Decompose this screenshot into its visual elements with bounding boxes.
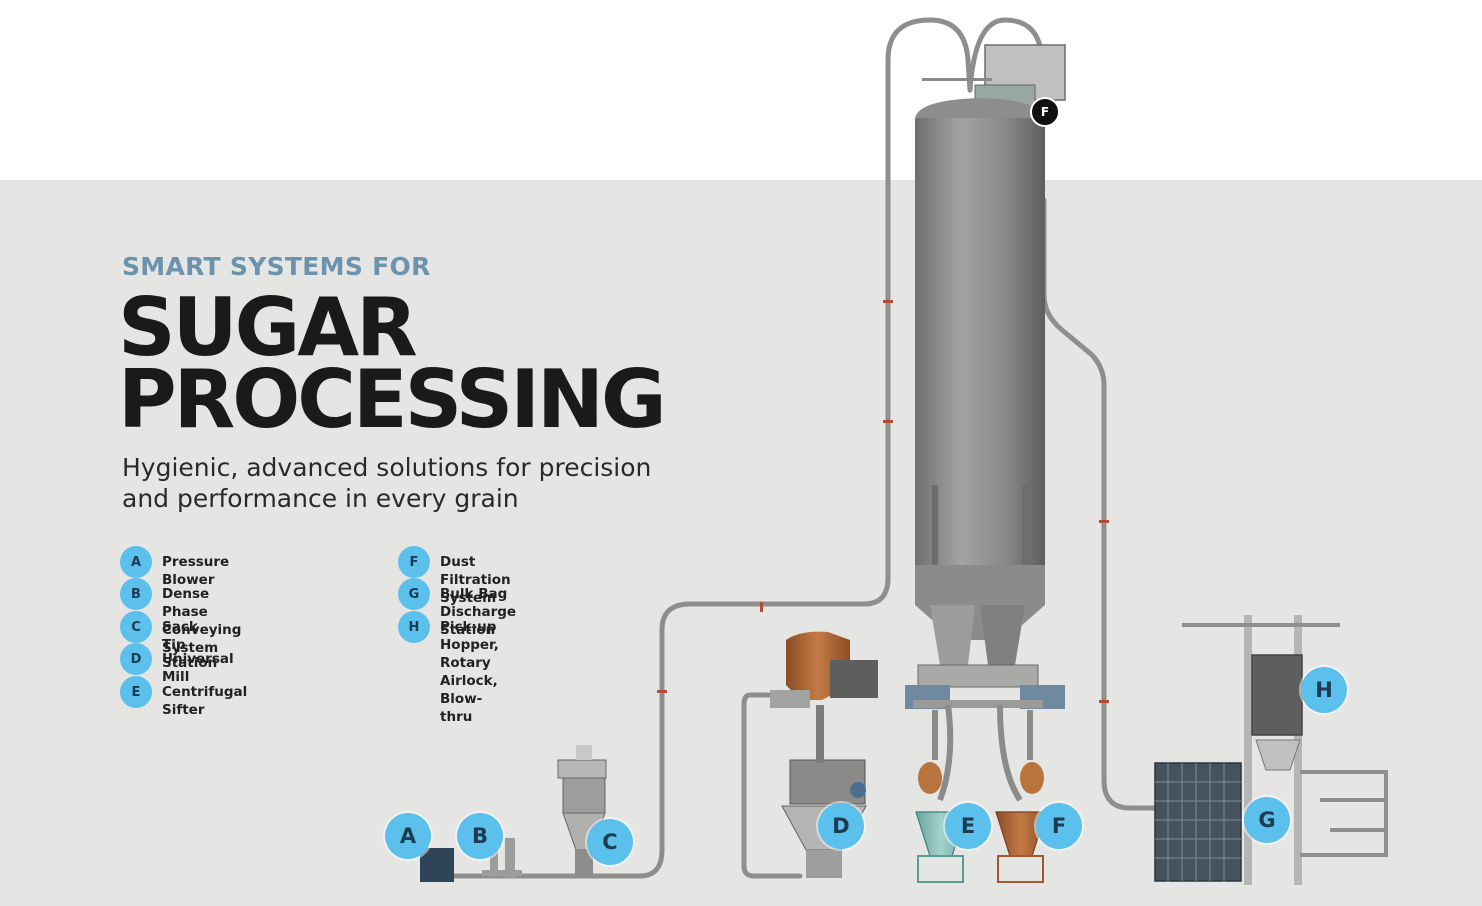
- legend-label: Dust Filtration System: [440, 554, 511, 606]
- legend-label-line: Pick-up Hopper,: [440, 619, 499, 653]
- page-title-line-2: PROCESSING: [118, 353, 667, 446]
- legend-label: Bulk Bag Discharge Station: [440, 586, 517, 638]
- legend-label-line: Blow-thru: [440, 691, 483, 725]
- legend-item-c: C Sack Tip Station: [120, 611, 217, 672]
- legend-label: Pressure Blower: [162, 554, 230, 588]
- page-title-line-1: SUGAR: [118, 281, 418, 374]
- marker-f: F: [1036, 803, 1082, 849]
- legend-item-b: B Dense Phase Conveying System: [120, 578, 241, 657]
- marker-d: D: [818, 803, 864, 849]
- subtitle-line-2: and performance in every grain: [122, 484, 519, 513]
- legend-badge: E: [120, 676, 152, 708]
- legend-item-e: E Centrifugal Sifter: [120, 676, 247, 719]
- pressure-blower: [420, 848, 454, 882]
- guard-cage: [1154, 762, 1242, 882]
- legend-item-d: D Universal Mill: [120, 643, 234, 686]
- subtitle-line-1: Hygienic, advanced solutions for precisi…: [122, 453, 652, 482]
- legend-label: Sack Tip Station: [162, 619, 218, 671]
- kicker-text: SMART SYSTEMS FOR: [122, 252, 431, 281]
- marker-f-top: F: [1030, 97, 1060, 127]
- legend-label: Universal Mill: [162, 651, 234, 685]
- marker-c: C: [587, 819, 633, 865]
- dense-phase-unit: [482, 838, 522, 878]
- marker-e: E: [945, 803, 991, 849]
- legend-badge: C: [120, 611, 152, 643]
- silo: [905, 44, 1066, 709]
- legend-item-h: H Pick-up Hopper, Rotary Airlock, Blow-t…: [398, 611, 499, 726]
- legend-badge: H: [398, 611, 430, 643]
- marker-h: H: [1301, 667, 1347, 713]
- legend-item-a: A Pressure Blower: [120, 546, 229, 589]
- legend-badge: D: [120, 643, 152, 675]
- legend-badge: B: [120, 578, 152, 610]
- marker-b: B: [457, 813, 503, 859]
- legend-item-g: G Bulk Bag Discharge Station: [398, 578, 516, 639]
- legend-badge: A: [120, 546, 152, 578]
- marker-g: G: [1244, 797, 1290, 843]
- legend-label: Dense Phase Conveying System: [162, 586, 242, 656]
- subtitle: Hygienic, advanced solutions for precisi…: [122, 452, 682, 514]
- copper-hopper: [995, 811, 1047, 883]
- marker-a: A: [385, 813, 431, 859]
- legend-badge: G: [398, 578, 430, 610]
- legend-badge: F: [398, 546, 430, 578]
- bulk-bag-station: [1182, 615, 1388, 885]
- legend-label: Centrifugal Sifter: [162, 684, 248, 718]
- legend-item-f: F Dust Filtration System: [398, 546, 511, 607]
- legend-label-line: Rotary Airlock,: [440, 655, 498, 689]
- conveying-pipe: [437, 17, 1161, 879]
- legend-label: Pick-up Hopper, Rotary Airlock, Blow-thr…: [440, 611, 499, 726]
